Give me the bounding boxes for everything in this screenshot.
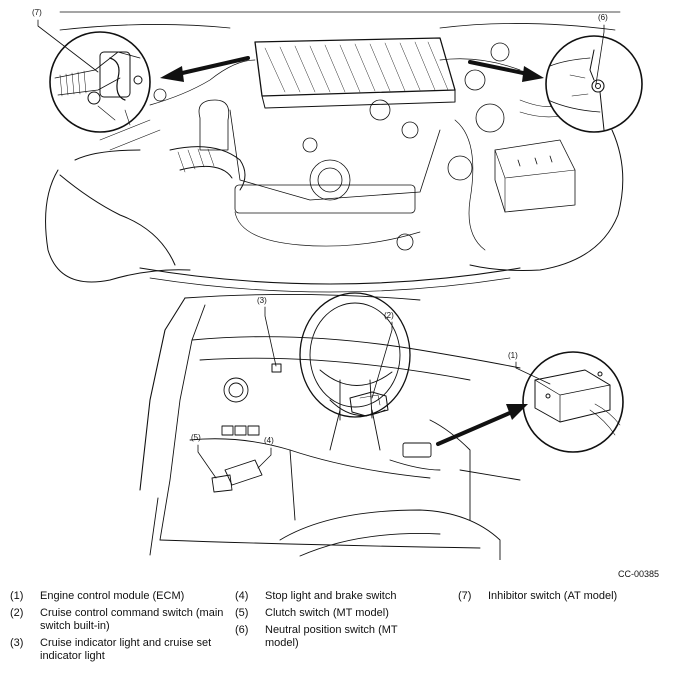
intercooler	[254, 37, 456, 109]
cruise-command-switch	[349, 391, 389, 417]
legend-number: (5)	[235, 607, 249, 619]
legend-item: (3) Cruise indicator light and cruise se…	[10, 637, 225, 663]
callout-7: (7)	[32, 8, 42, 17]
legend-number: (1)	[10, 590, 24, 602]
legend-item: (6) Neutral position switch (MT model)	[235, 624, 415, 650]
legend-number: (3)	[10, 637, 24, 649]
engine-components	[99, 42, 576, 251]
legend-item: (4) Stop light and brake switch	[235, 590, 415, 603]
detail-arrows	[160, 56, 544, 82]
legend-column-2: (4) Stop light and brake switch (5) Clut…	[235, 590, 415, 654]
callout-1: (1)	[508, 351, 518, 360]
inhibitor-switch-detail	[49, 31, 151, 133]
component-diagram	[37, 11, 643, 561]
legend-number: (7)	[458, 590, 472, 602]
legend-item: (2) Cruise control command switch (main …	[10, 607, 225, 633]
legend-text: Cruise control command switch (main swit…	[40, 607, 224, 632]
callout-6: (6)	[598, 13, 608, 22]
legend-text: Clutch switch (MT model)	[265, 607, 389, 619]
legend-column-3: (7) Inhibitor switch (AT model)	[458, 590, 668, 607]
neutral-position-switch-detail	[545, 35, 643, 133]
legend-text: Stop light and brake switch	[265, 590, 397, 602]
legend-item: (1) Engine control module (ECM)	[10, 590, 225, 603]
callout-3: (3)	[257, 296, 267, 305]
engine-bay-illustration	[45, 11, 624, 293]
figure-code: CC-00385	[617, 569, 659, 579]
cruise-indicator-light	[271, 363, 282, 373]
legend-column-1: (1) Engine control module (ECM) (2) Crui…	[10, 590, 225, 667]
legend-text: Inhibitor switch (AT model)	[488, 590, 618, 602]
legend-number: (4)	[235, 590, 249, 602]
legend-text: Neutral position switch (MT model)	[265, 624, 398, 649]
legend-number: (2)	[10, 607, 24, 619]
callout-2: (2)	[384, 311, 394, 320]
callout-5: (5)	[191, 433, 201, 442]
legend-text: Cruise indicator light and cruise set in…	[40, 637, 212, 662]
legend-text: Engine control module (ECM)	[40, 590, 185, 602]
legend-item: (7) Inhibitor switch (AT model)	[458, 590, 668, 603]
callout-4: (4)	[264, 436, 274, 445]
cabin-illustration	[139, 292, 521, 561]
legend-number: (6)	[235, 624, 249, 636]
legend-item: (5) Clutch switch (MT model)	[235, 607, 415, 620]
ecm-detail	[522, 351, 624, 453]
